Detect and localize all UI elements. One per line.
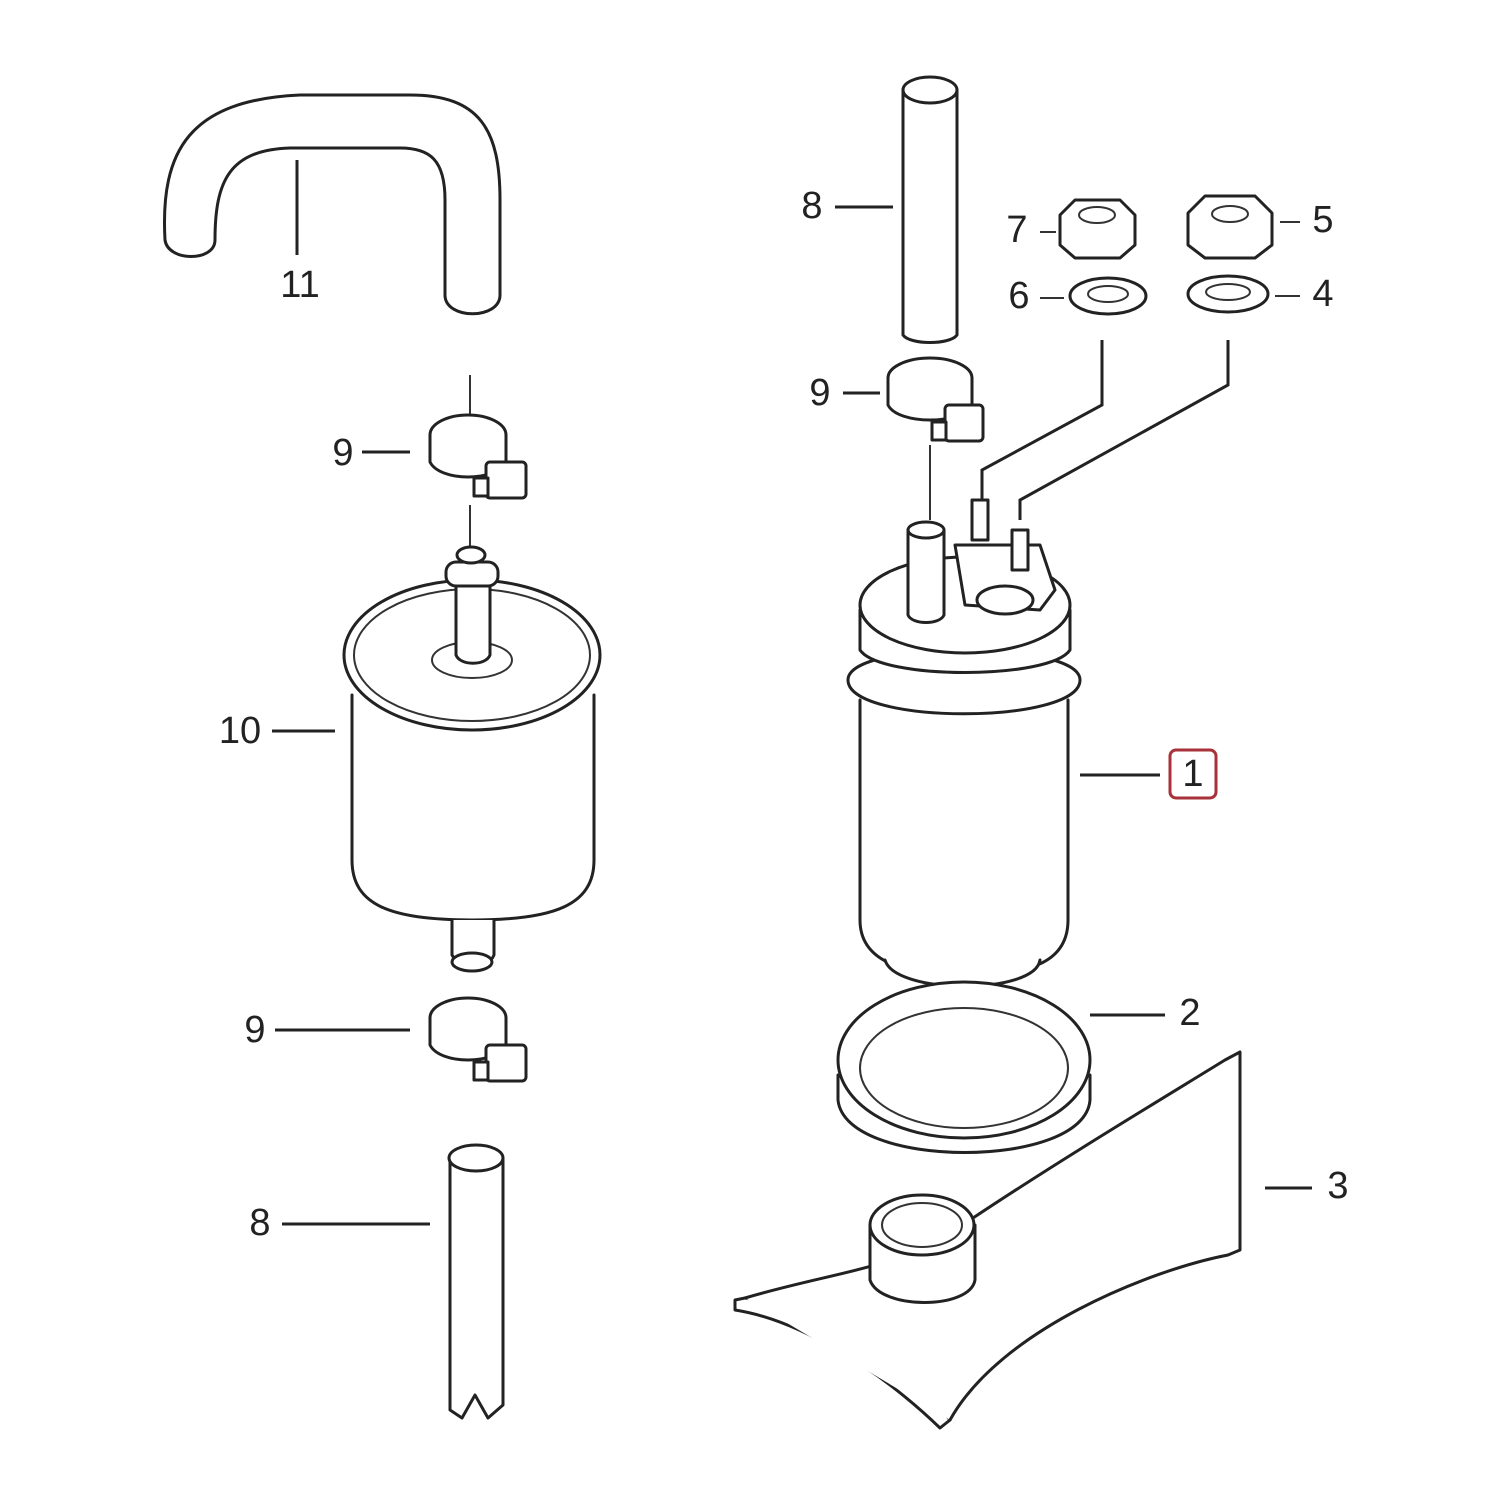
callout-1[interactable]: 1 xyxy=(1182,753,1203,795)
callout-10[interactable]: 10 xyxy=(219,710,261,752)
washer-part[interactable] xyxy=(1068,276,1148,316)
hose-clamp-part[interactable] xyxy=(886,356,985,443)
mounting-bracket-part[interactable] xyxy=(733,1050,1242,1430)
fuel-hose-part[interactable] xyxy=(447,1143,505,1420)
callout-2[interactable]: 2 xyxy=(1179,992,1200,1034)
callout-6[interactable]: 6 xyxy=(1008,275,1029,317)
fuel-hose-part[interactable] xyxy=(901,75,959,344)
nut-part[interactable] xyxy=(1058,198,1137,260)
callout-8[interactable]: 8 xyxy=(801,185,822,227)
callout-8[interactable]: 8 xyxy=(249,1202,270,1244)
fuel-pump-part[interactable] xyxy=(846,498,1082,988)
fuel-filter-part[interactable] xyxy=(342,545,602,973)
hose-clamp-part[interactable] xyxy=(428,996,528,1083)
washer-part[interactable] xyxy=(1186,274,1270,314)
selected-callout-box xyxy=(1168,748,1218,800)
callout-9[interactable]: 9 xyxy=(244,1009,265,1051)
bent-hose-part[interactable] xyxy=(162,93,502,316)
callout-5[interactable]: 5 xyxy=(1312,199,1333,241)
callout-7[interactable]: 7 xyxy=(1006,209,1027,251)
callout-4[interactable]: 4 xyxy=(1312,273,1333,315)
nut-part[interactable] xyxy=(1186,194,1274,260)
hose-clamp-part[interactable] xyxy=(428,413,528,500)
rubber-ring-part[interactable] xyxy=(836,980,1092,1154)
callout-11[interactable]: 11 xyxy=(280,264,319,306)
callout-9[interactable]: 9 xyxy=(332,432,353,474)
callout-3[interactable]: 3 xyxy=(1327,1165,1348,1207)
callout-9[interactable]: 9 xyxy=(809,372,830,414)
